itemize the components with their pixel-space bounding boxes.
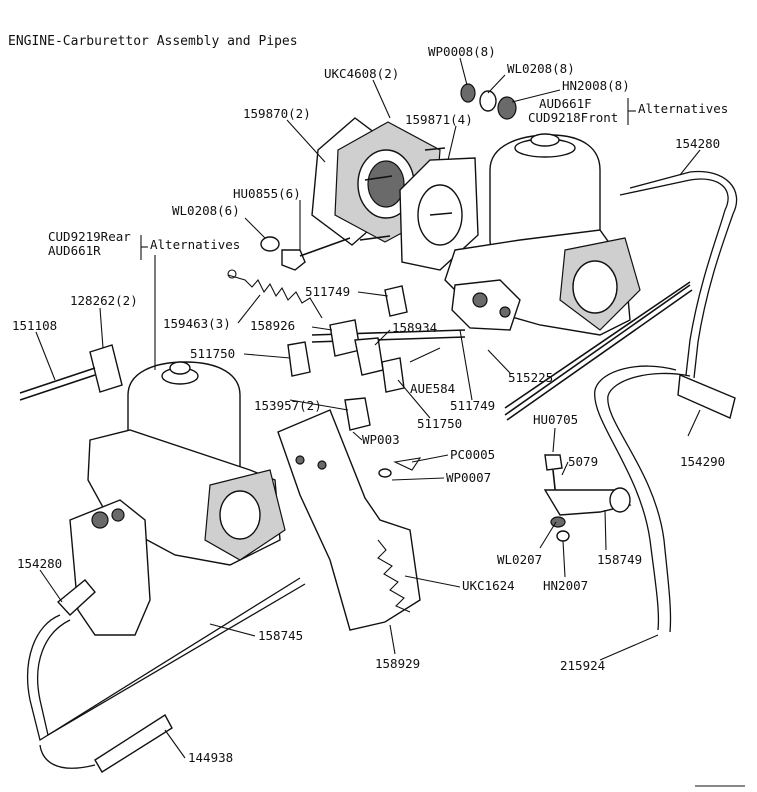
label-cud9218-front: CUD9218Front	[528, 110, 618, 125]
washer-wl0207	[550, 516, 566, 528]
gasket-bore	[417, 184, 463, 246]
spring-washer	[479, 90, 497, 112]
label-158934: 158934	[392, 320, 437, 335]
label-wp0008: WP0008(8)	[428, 44, 496, 59]
label-aud661f: AUD661F	[539, 96, 592, 111]
label-wl0207: WL0207	[497, 552, 542, 567]
label-aue584: AUE584	[410, 381, 455, 396]
label-hu0855: HU0855(6)	[233, 186, 301, 201]
label-511750-a: 511750	[190, 346, 235, 361]
coupling-511750	[287, 341, 311, 377]
front-float-linkage	[451, 279, 521, 331]
lever-158934	[354, 337, 384, 376]
label-154280-top: 154280	[675, 136, 720, 151]
part-labels: WP0008(8) WL0208(8) HN2008(8) UKC4608(2)…	[12, 44, 728, 765]
label-159870: 159870(2)	[243, 106, 311, 121]
label-hn2008: HN2008(8)	[562, 78, 630, 93]
label-144938: 144938	[188, 750, 233, 765]
label-159463: 159463(3)	[163, 316, 231, 331]
lever-158926	[329, 319, 361, 357]
label-159871: 159871(4)	[405, 112, 473, 127]
rear-float-chamber	[69, 499, 151, 636]
bolt-washer	[260, 236, 280, 252]
diagram-title: ENGINE-Carburettor Assembly and Pipes	[8, 34, 298, 49]
hose-144938	[94, 714, 173, 773]
return-spring	[227, 274, 323, 319]
lever-153957	[344, 397, 371, 431]
bolt-head	[281, 249, 306, 271]
fuel-pipe-151108	[19, 367, 96, 394]
label-215924: 215924	[560, 658, 605, 673]
label-wl0208-6: WL0208(6)	[172, 203, 240, 218]
label-alternatives-rear: Alternatives	[150, 237, 240, 252]
label-ukc4608: UKC4608(2)	[324, 66, 399, 81]
label-128262: 128262(2)	[70, 293, 138, 308]
vent-hose-215924	[594, 365, 677, 631]
throttle-spring	[377, 539, 411, 613]
label-511750-b: 511750	[417, 416, 462, 431]
label-ukc1624: UKC1624	[462, 578, 515, 593]
label-wl0208-8: WL0208(8)	[507, 61, 575, 76]
label-154280-bottom: 154280	[17, 556, 62, 571]
rear-carburettor-group	[69, 361, 286, 636]
label-154290: 154290	[680, 454, 725, 469]
mounting-bracket	[277, 409, 421, 631]
label-hn2007: HN2007	[543, 578, 588, 593]
coupling-511749	[384, 285, 408, 317]
label-cud9219-rear: CUD9219Rear	[48, 229, 131, 244]
label-158745: 158745	[258, 628, 303, 643]
label-515225: 515225	[508, 370, 553, 385]
hex-nut	[497, 96, 517, 120]
label-511749-a: 511749	[305, 284, 350, 299]
pipes-group	[19, 170, 738, 773]
fuel-hose-154280-bottom	[56, 579, 96, 616]
label-151108: 151108	[12, 318, 57, 333]
label-158926: 158926	[250, 318, 295, 333]
spacer-bore-inner	[367, 160, 405, 208]
fuel-hose-154290	[677, 373, 736, 419]
label-pc0005: PC0005	[450, 447, 495, 462]
plain-washer	[460, 83, 476, 103]
nut-hn2007	[556, 530, 570, 542]
fuel-pipe-158745	[27, 577, 301, 742]
label-158749: 158749	[597, 552, 642, 567]
bolt-hu0705	[544, 454, 563, 471]
linkage-group	[227, 269, 632, 631]
label-wp003: WP003	[362, 432, 400, 447]
label-hu0705: HU0705	[533, 412, 578, 427]
label-153957: 153957(2)	[254, 398, 322, 413]
label-alternatives-front: Alternatives	[638, 101, 728, 116]
label-wp0007: WP0007	[446, 470, 491, 485]
label-511749-b: 511749	[450, 398, 495, 413]
fuel-hose-154280-top	[619, 178, 729, 376]
front-carburettor-group	[260, 83, 693, 421]
label-aud661r: AUD661R	[48, 243, 101, 258]
label-158929: 158929	[375, 656, 420, 671]
label-5079: 5079	[568, 454, 598, 469]
coupling-511749-b	[381, 357, 405, 393]
leader-lines	[35, 57, 745, 787]
elbow-128262	[89, 344, 123, 393]
